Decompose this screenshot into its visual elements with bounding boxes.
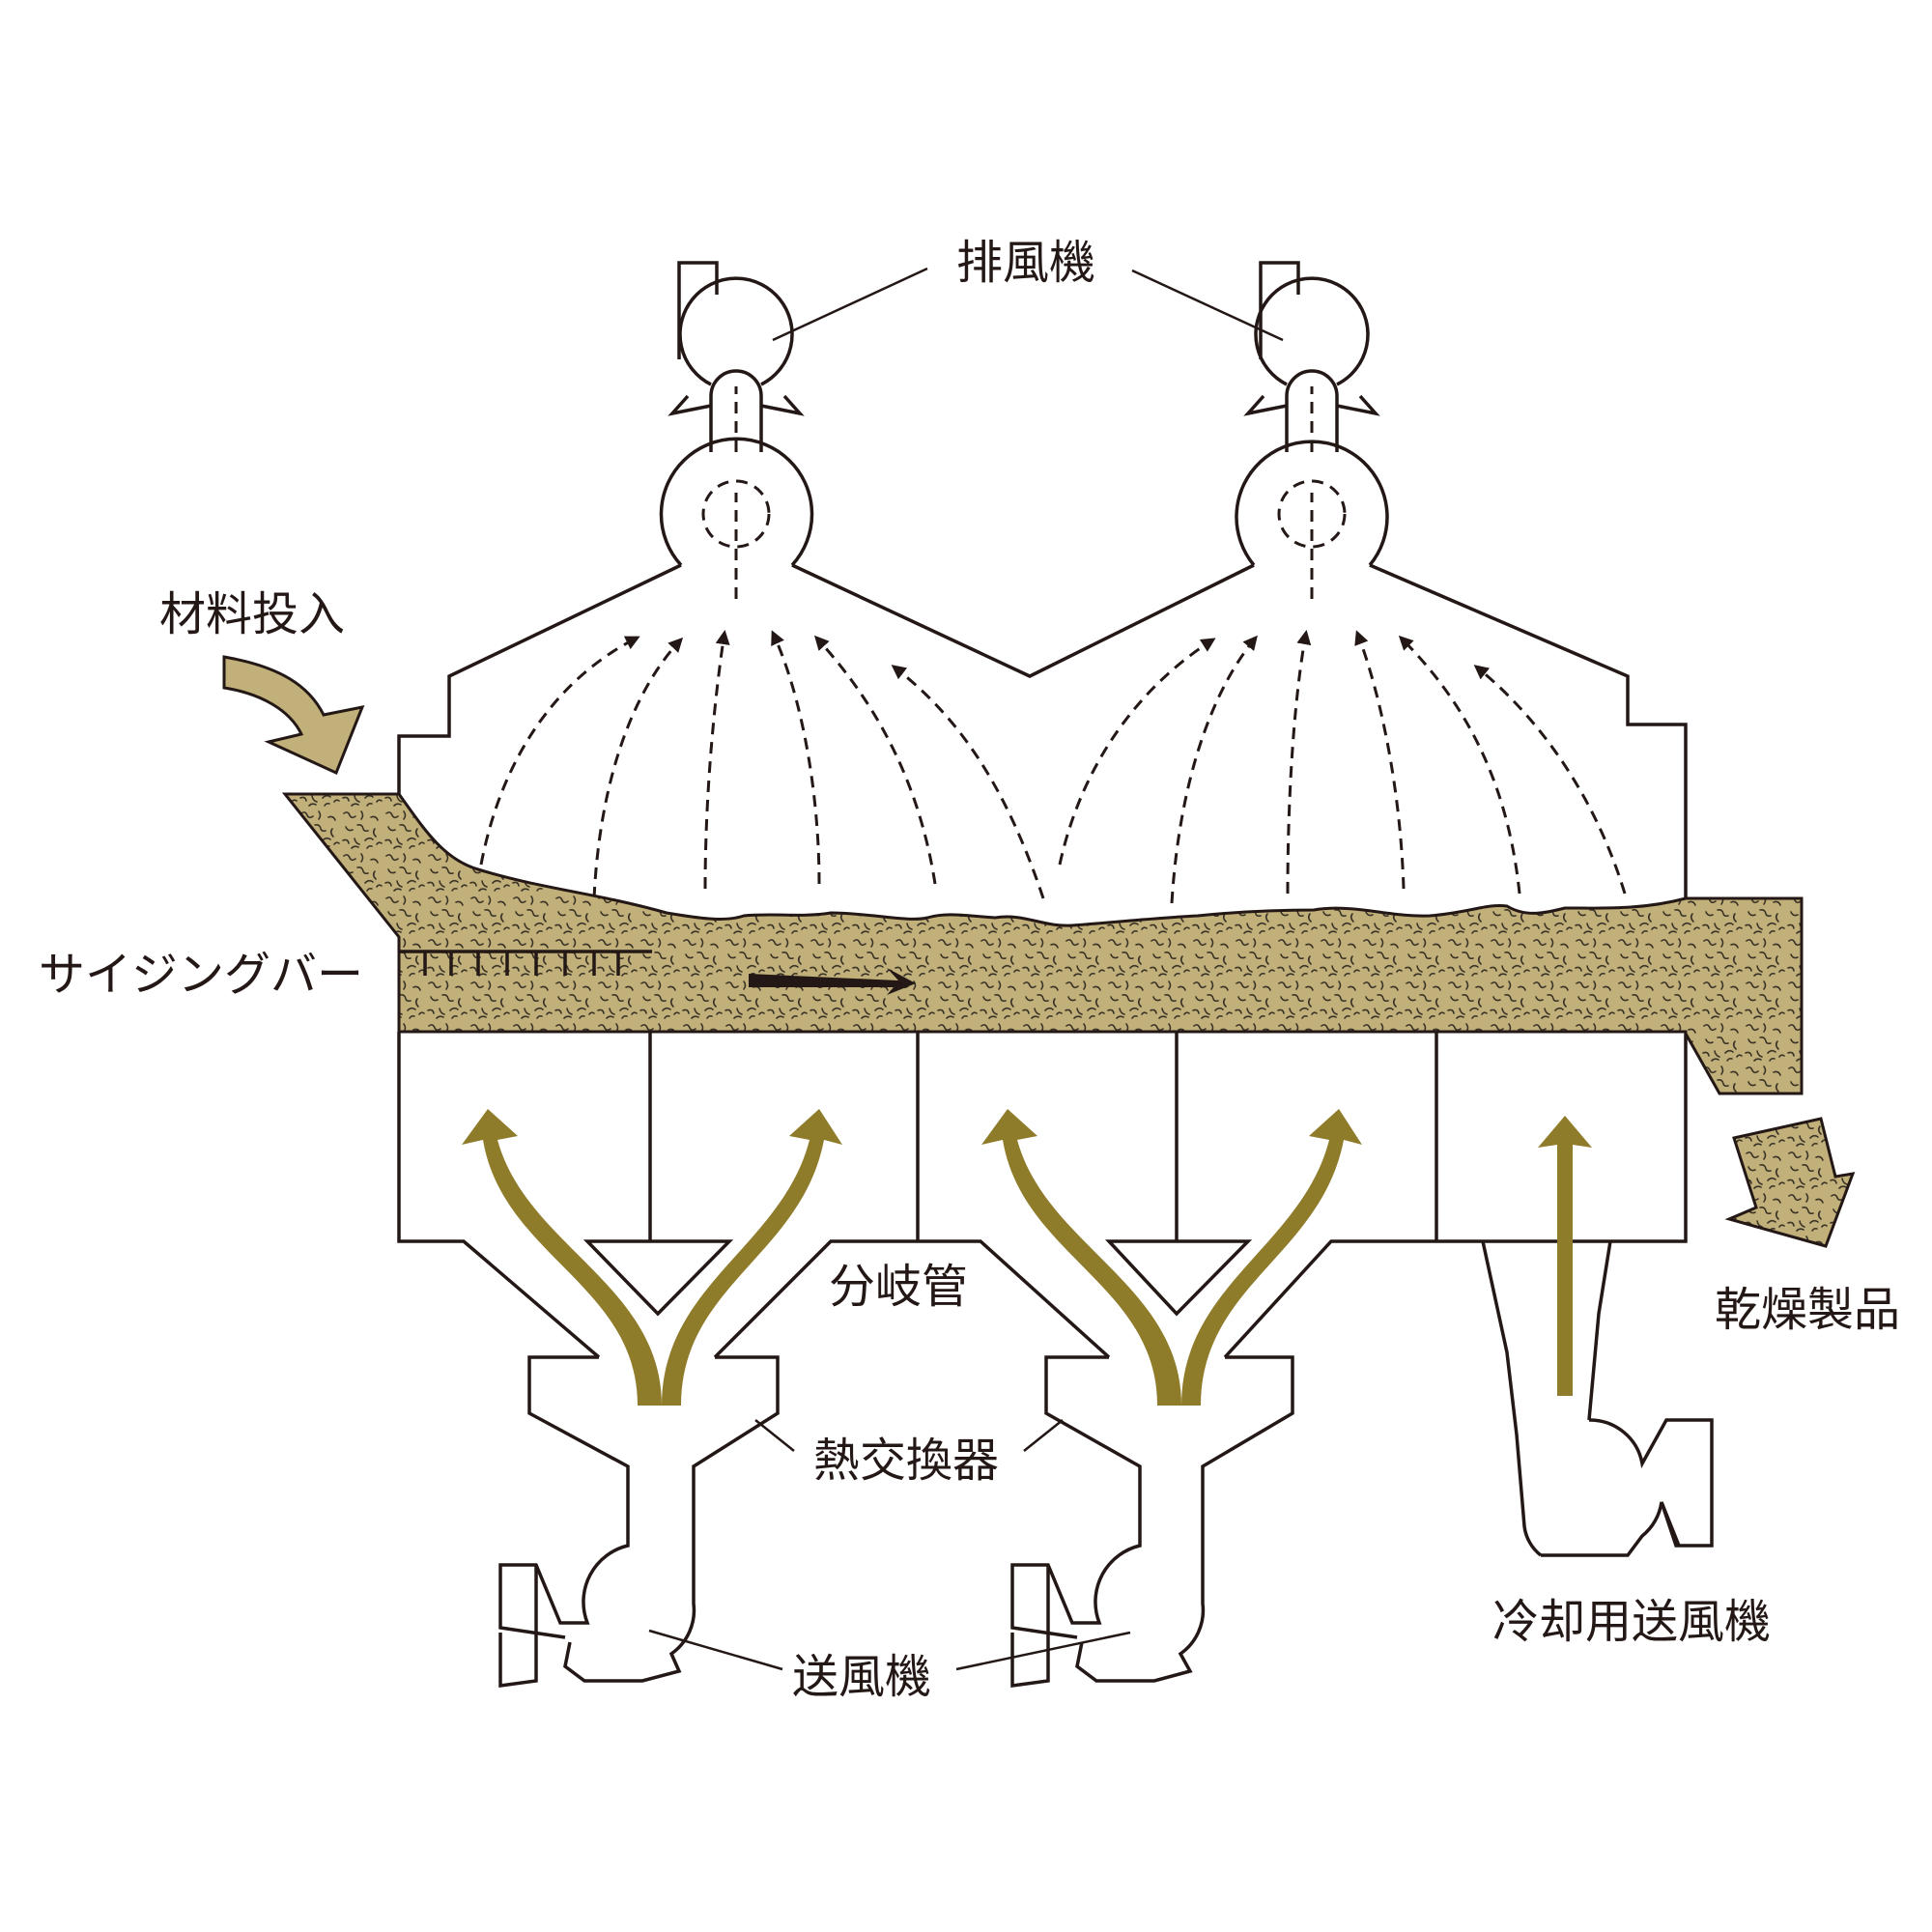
- dried-product-label: 乾燥製品: [1715, 1283, 1901, 1337]
- heat-exchanger-left: [527, 1355, 780, 1517]
- drying-chamber-hood: [397, 563, 1688, 898]
- heat-exchanger-label: 熱交換器: [813, 1434, 1000, 1488]
- material-input-arrow: [222, 655, 365, 776]
- hot-air-arrow-right: [981, 1109, 1362, 1406]
- blower-label: 送風機: [792, 1650, 932, 1704]
- leader-lines: [648, 267, 1284, 1671]
- cooling-fan-label: 冷却用送風機: [1492, 1595, 1772, 1649]
- dried-product-arrow: [1724, 1117, 1856, 1248]
- hot-air-arrow-left: [462, 1109, 842, 1406]
- material-bed: [281, 792, 1804, 1095]
- blower-right: [1010, 1517, 1206, 1689]
- branch-pipe-right: [1104, 1239, 1253, 1317]
- cooling-blower: [1541, 1418, 1714, 1557]
- exhaust-fan-left: [659, 261, 814, 599]
- cooling-duct: [1481, 1240, 1612, 1557]
- material-input-label: 材料投入: [159, 587, 346, 641]
- exhaust-fan-label: 排風機: [956, 236, 1096, 290]
- air-plenum: [397, 1032, 1688, 1359]
- branch-pipe-left: [582, 1239, 734, 1317]
- exhaust-fan-right: [1235, 261, 1389, 599]
- exhaust-airflow: [479, 630, 1627, 904]
- heat-exchanger-right: [1044, 1355, 1294, 1517]
- cooling-air-arrow: [1538, 1116, 1592, 1396]
- sizing-bar-label: サイジングバー: [39, 948, 364, 1002]
- sizing-bar: [399, 950, 652, 976]
- branch-pipe-label: 分岐管: [829, 1260, 969, 1314]
- blower-left: [498, 1517, 696, 1689]
